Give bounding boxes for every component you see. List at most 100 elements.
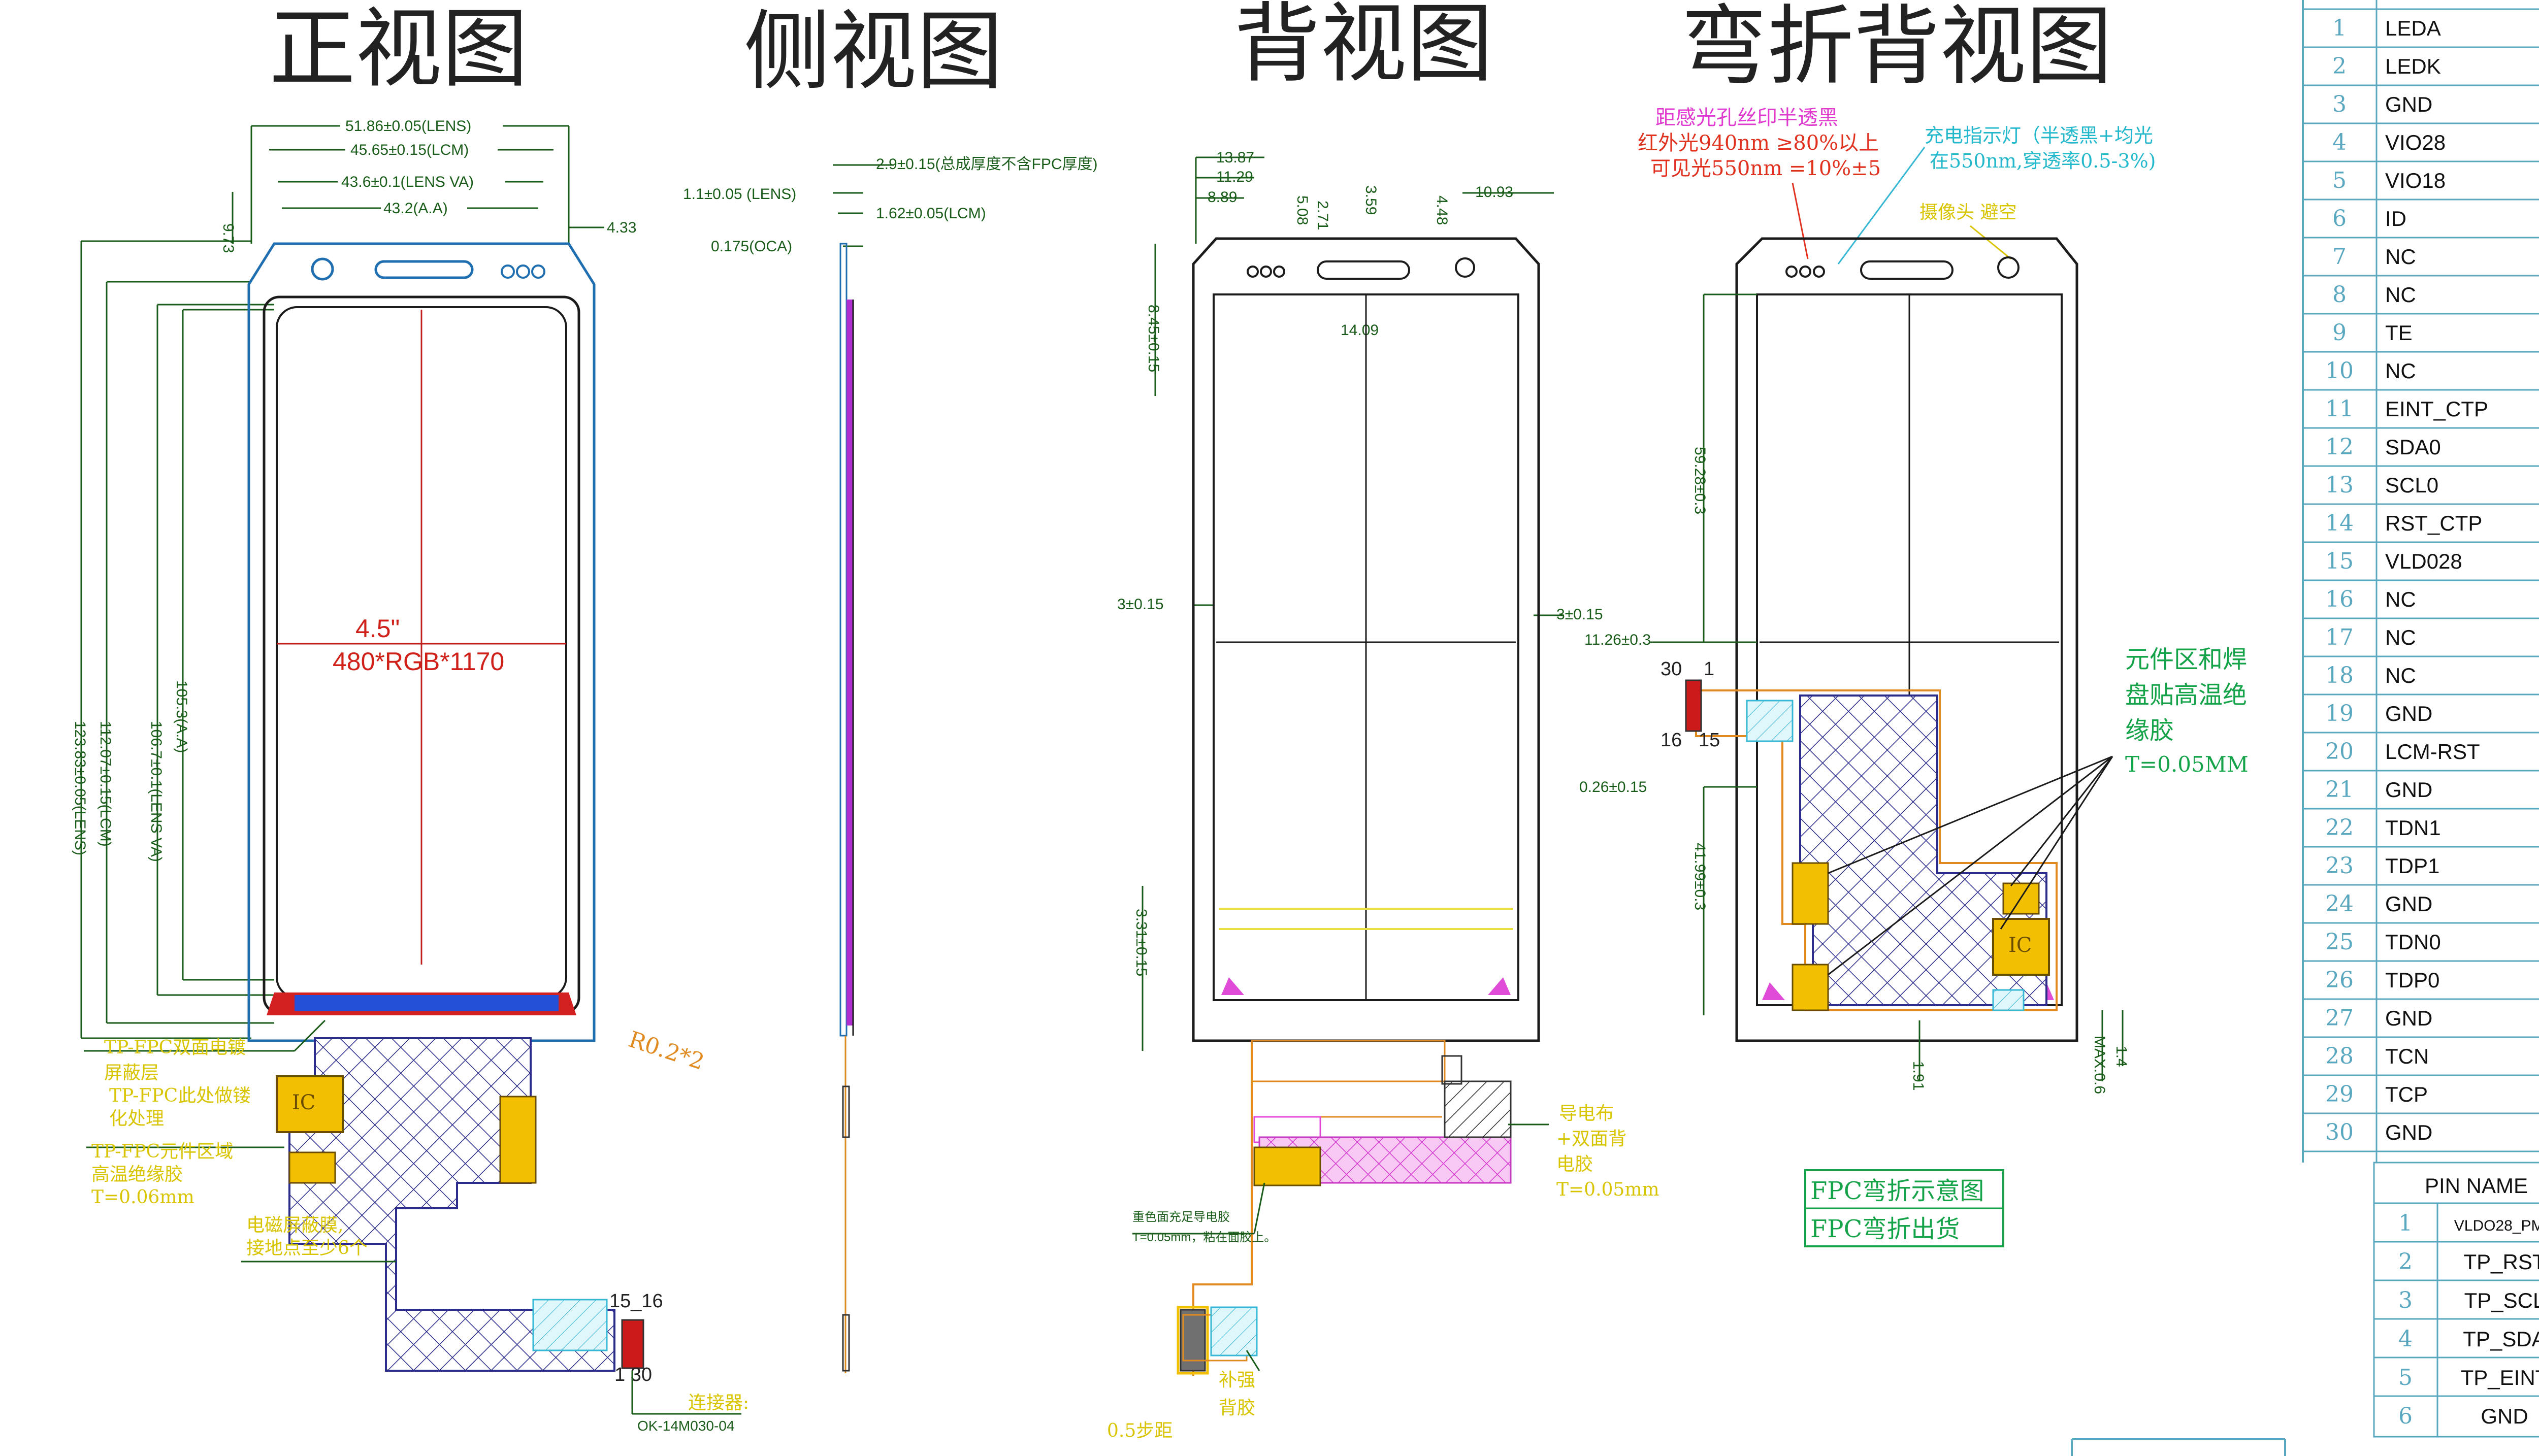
bent-pin-1: 1 xyxy=(1704,658,1714,680)
bent-note-red-3: 可见光550nm =10%±5 xyxy=(1650,157,1881,180)
front-dim-aa-width: 43.2(A.A) xyxy=(383,200,448,217)
fpc-connector xyxy=(621,1319,644,1369)
bent-green-note-t: T=0.05MM xyxy=(2125,752,2249,777)
pin-name: GND xyxy=(2385,892,2432,916)
bent-note-red-1: 距感光孔丝印半透黑 xyxy=(1655,106,1838,129)
pin-name: TE xyxy=(2385,321,2413,345)
pin-number: 4 xyxy=(2332,129,2347,155)
pin-name: GND xyxy=(2385,702,2432,725)
view-title-back: 背视图 xyxy=(1234,0,1493,94)
front-dim-aa-height: 105.3(A.A) xyxy=(173,680,190,753)
camera-icon xyxy=(1997,256,2020,279)
bent-back-view: 距感光孔丝印半透黑 红外光940nm ≥80%以上 可见光550nm =10%±… xyxy=(1579,106,2249,1247)
front-note-2: 屏蔽层 xyxy=(104,1063,159,1083)
front-note-9: 接地点至少6个 xyxy=(246,1238,368,1259)
pin-number: 7 xyxy=(2332,244,2347,270)
back-note-conductive-glue: 电胶 xyxy=(1556,1154,1593,1175)
tp-pin-number: 2 xyxy=(2398,1249,2413,1275)
back-dim-4-48: 4.48 xyxy=(1434,195,1450,225)
front-view: 51.86±0.05(LENS) 45.65±0.15(LCM) 43.6±0.… xyxy=(72,118,749,1434)
screen-resolution: 480*RGB*1170 xyxy=(333,647,504,676)
tp-pin-name: TP_RST xyxy=(2463,1250,2539,1274)
side-view: 2.9±0.15(总成厚度不含FPC厚度) 1.1±0.05 (LENS) 1.… xyxy=(683,156,1098,1373)
front-connector-pins-top: 15_16 xyxy=(609,1290,663,1312)
pin-name: TCN xyxy=(2385,1044,2429,1068)
pin-number: 30 xyxy=(2325,1119,2354,1145)
pin-number: 25 xyxy=(2325,929,2354,955)
back-dim-11-29: 11.29 xyxy=(1216,169,1253,185)
pin-name: GND xyxy=(2385,92,2432,116)
pin-number: 8 xyxy=(2332,282,2347,308)
pin-number: 15 xyxy=(2325,548,2354,574)
pin-name: TDN1 xyxy=(2385,816,2441,840)
pin-name: TCP xyxy=(2385,1082,2428,1106)
pin-number: 9 xyxy=(2332,320,2347,346)
front-dim-9-73: 9.73 xyxy=(220,223,237,253)
pin-name: GND xyxy=(2385,1006,2432,1030)
bent-dim-59-28: 59.28±0.3 xyxy=(1691,447,1708,514)
pin-number: 19 xyxy=(2325,701,2354,726)
bent-note-red-2: 红外光940nm ≥80%以上 xyxy=(1638,131,1879,155)
view-title-front: 正视图 xyxy=(269,0,528,100)
tp-pin-number: 1 xyxy=(2398,1210,2413,1236)
pin-number: 10 xyxy=(2325,358,2354,384)
tp-pin-name: VLDO28_PMU xyxy=(2454,1217,2539,1234)
svg-text:IC: IC xyxy=(2008,934,2032,957)
pin-name: NC xyxy=(2385,664,2416,687)
pin-name: VLD028 xyxy=(2385,549,2462,573)
front-dim-lcm-height: 112.07±0.15(LCM) xyxy=(97,721,114,847)
back-dim-3-59: 3.59 xyxy=(1362,185,1379,215)
pin-name: NC xyxy=(2385,245,2416,269)
pin-number: 28 xyxy=(2325,1043,2354,1069)
svg-text:IC: IC xyxy=(292,1091,315,1114)
back-dim-5-08: 5.08 xyxy=(1294,195,1311,225)
side-dim-total: 2.9±0.15(总成厚度不含FPC厚度) xyxy=(876,156,1098,173)
front-note-5: TP-FPC元件区域 xyxy=(91,1141,233,1162)
pin-name: LCM-RST xyxy=(2385,740,2480,764)
pin-number: 18 xyxy=(2325,663,2354,688)
fpc-bend-diagram-label: FPC弯折示意图 xyxy=(1810,1177,1984,1205)
pin-number: 1 xyxy=(2332,15,2347,41)
bent-dim-41-99: 41.99±0.3 xyxy=(1691,843,1708,910)
back-dim-3-left: 3±0.15 xyxy=(1117,596,1164,613)
back-note-conductive-paint: 重色面充足导电胶 xyxy=(1132,1210,1230,1224)
pin-number: 17 xyxy=(2325,624,2354,650)
back-dim-14-09: 14.09 xyxy=(1341,322,1379,339)
pin-number: 3 xyxy=(2332,91,2347,117)
pin-name: NC xyxy=(2385,359,2416,383)
bent-note-camera: 摄像头 避空 xyxy=(1919,202,2016,223)
pin-name: SDA0 xyxy=(2385,435,2441,459)
pin-number: 6 xyxy=(2332,206,2347,231)
pin-name: VIO28 xyxy=(2385,130,2446,154)
front-dim-lens-va-height: 106.7±0.1(LENS VA) xyxy=(148,721,165,862)
back-note-stiffener: 补强 xyxy=(1219,1370,1255,1391)
back-dim-8-45: 8.45±0.15 xyxy=(1145,305,1162,372)
back-note-pitch: 0.5步距 xyxy=(1107,1420,1173,1441)
pin-name: TDP0 xyxy=(2385,968,2439,992)
bent-dim-1-4: 1.4 xyxy=(2113,1046,2130,1067)
front-dim-lens-width: 51.86±0.05(LENS) xyxy=(345,118,471,135)
bent-pin-16: 16 xyxy=(1661,730,1682,751)
front-note-7: T=0.06mm xyxy=(91,1187,194,1208)
tp-pin-name: TP_SCL xyxy=(2464,1288,2539,1312)
pin-number: 29 xyxy=(2325,1081,2354,1107)
view-title-bent-back: 弯折背视图 xyxy=(1681,0,2112,97)
front-note-3: TP-FPC此处做镂 xyxy=(109,1085,251,1106)
pin-number: 14 xyxy=(2325,510,2354,536)
front-note-8: 电磁屏蔽膜, xyxy=(246,1215,343,1236)
front-connector-model: OK-14M030-04 xyxy=(637,1418,734,1434)
pin-name: LEDK xyxy=(2385,54,2441,78)
front-dim-lcm-width: 45.65±0.15(LCM) xyxy=(350,142,469,158)
pin-name: NC xyxy=(2385,587,2416,611)
pin-number: 5 xyxy=(2332,168,2347,193)
tp-pin-name: TP_EINT xyxy=(2461,1366,2539,1389)
bent-pin-30: 30 xyxy=(1661,658,1682,680)
back-dim-2-71: 2.71 xyxy=(1314,201,1331,230)
tp-pin-name: GND xyxy=(2481,1404,2528,1428)
tp-pin-number: 3 xyxy=(2398,1287,2413,1313)
back-dim-8-89: 8.89 xyxy=(1208,189,1237,206)
front-dim-4-33: 4.33 xyxy=(607,219,636,236)
fpc-bend-shipment-label: FPC弯折出货 xyxy=(1810,1215,1960,1243)
camera-icon xyxy=(311,257,334,281)
